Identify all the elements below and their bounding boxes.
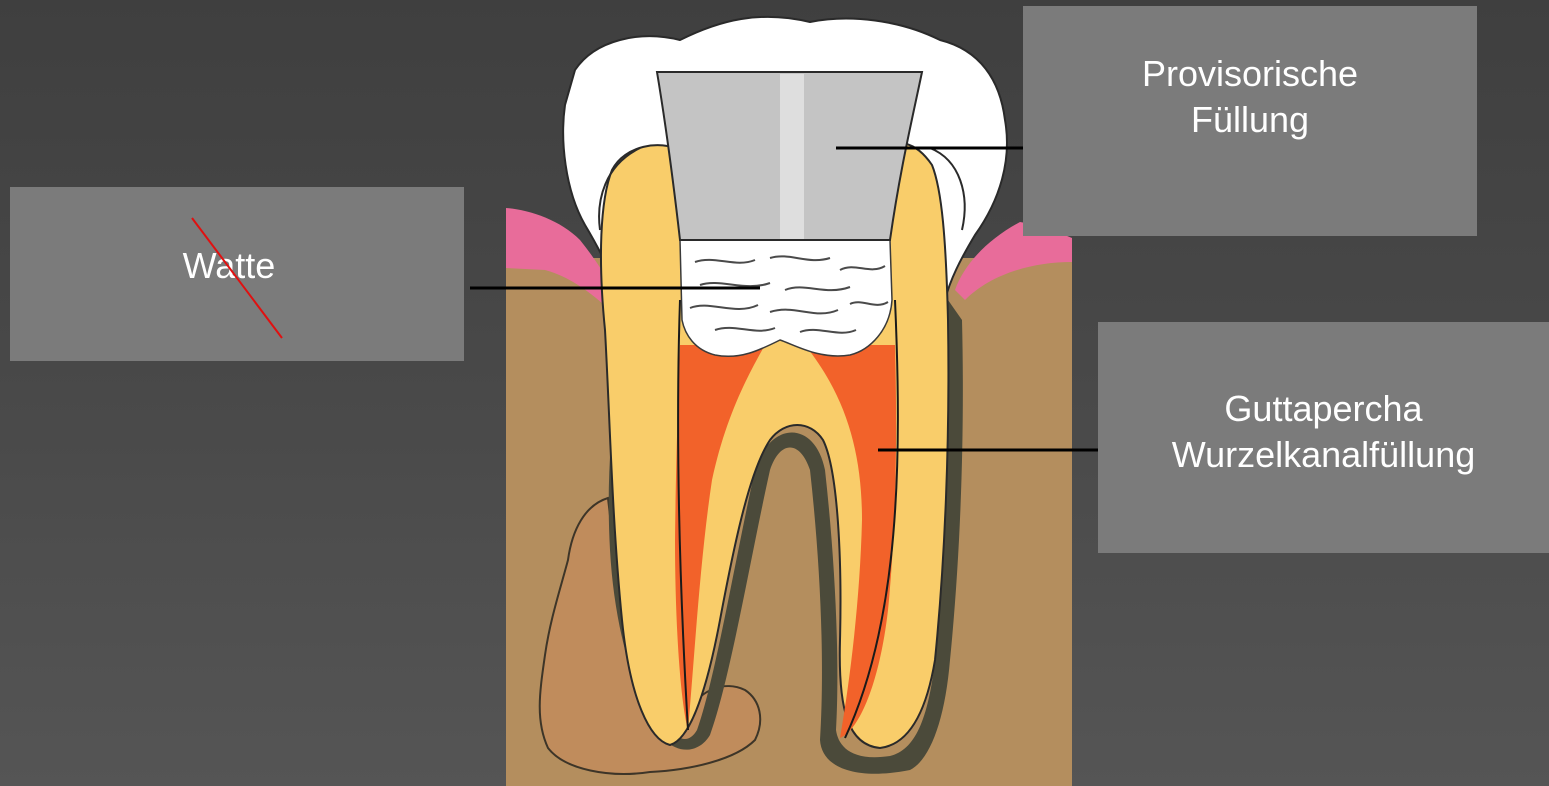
- label-provisorische-fuellung: Provisorische Füllung: [1142, 51, 1358, 143]
- label-box-provisorische-fuellung: Provisorische Füllung: [1023, 6, 1477, 236]
- label-box-guttapercha: Guttapercha Wurzelkanalfüllung: [1098, 322, 1549, 553]
- label-guttapercha: Guttapercha Wurzelkanalfüllung: [1172, 386, 1476, 478]
- label-box-watte: Watte: [10, 187, 464, 361]
- filling-highlight: [780, 74, 804, 239]
- label-watte: Watte: [183, 243, 276, 289]
